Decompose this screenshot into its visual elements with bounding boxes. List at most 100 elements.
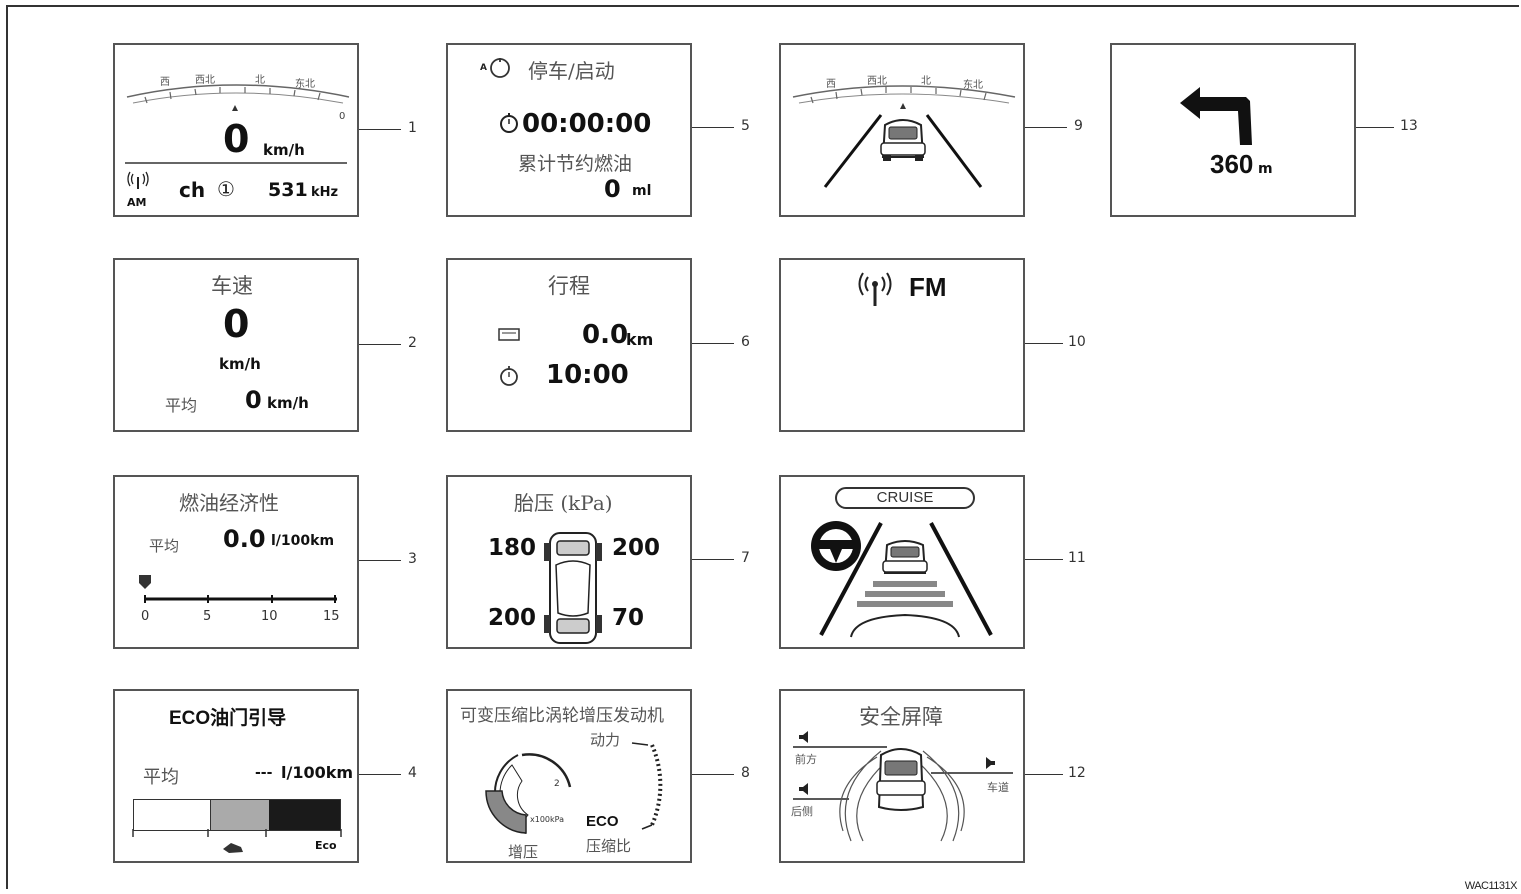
eco-bar-segment-gray xyxy=(211,800,269,830)
compass-label-north: 北 xyxy=(921,76,931,87)
panel-compass-lane: 西 西北 北 东北 xyxy=(779,43,1025,217)
tire-pressure-front-left: 180 xyxy=(488,535,537,561)
fuel-saved-label: 累计节约燃油 xyxy=(518,153,633,175)
scale-tick-15: 15 xyxy=(323,609,340,624)
band-label: AM xyxy=(127,196,147,209)
compass-label-west: 西 xyxy=(160,77,170,88)
boost-unit: x100kPa xyxy=(530,815,565,824)
panel-navigation-turn: 360 m xyxy=(1110,43,1356,217)
panel-cruise: CRUISE xyxy=(779,475,1025,649)
callout-3: 3 xyxy=(408,551,417,567)
callout-12: 12 xyxy=(1068,765,1086,781)
channel-number: ① xyxy=(217,177,235,201)
car-rear-icon xyxy=(882,540,928,574)
vc-turbo-title: 可变压缩比涡轮增压发动机 xyxy=(460,706,664,726)
front-label: 前方 xyxy=(795,753,817,766)
scale-tick-5: 5 xyxy=(203,609,212,624)
callout-line-12 xyxy=(1025,774,1063,775)
callout-2: 2 xyxy=(408,335,417,351)
eco-bar-segment-black xyxy=(269,800,340,830)
speed-value: 0 xyxy=(223,302,250,346)
average-speed-value: 0 xyxy=(245,386,262,414)
compass-label-north: 北 xyxy=(255,75,265,86)
callout-4: 4 xyxy=(408,765,417,781)
fuel-saved-value: 0 xyxy=(604,175,621,203)
scale-tick-10: 10 xyxy=(261,609,278,624)
callout-line-4 xyxy=(359,774,401,775)
turn-distance-unit: m xyxy=(1258,161,1273,177)
eco-average-value: --- xyxy=(255,765,273,781)
eco-label: ECO xyxy=(586,813,619,830)
cruise-lane-graphic xyxy=(819,522,993,638)
boost-gauge-tick-2: 2 xyxy=(554,779,560,789)
rear-side-label: 后侧 xyxy=(791,805,813,818)
trip-distance-value: 0.0 xyxy=(582,320,629,350)
tire-pressure-title: 胎压 (kPa) xyxy=(514,491,613,515)
compass-label-northwest: 西北 xyxy=(867,76,887,87)
fuel-economy-title: 燃油经济性 xyxy=(179,491,279,515)
callout-line-2 xyxy=(359,344,401,345)
callout-line-9 xyxy=(1025,127,1067,128)
speaker-icon xyxy=(799,783,808,795)
auto-stop-start-icon: A xyxy=(480,57,516,79)
safety-shield-graphic xyxy=(793,731,1013,842)
fuel-saved-unit: ml xyxy=(632,183,652,199)
compression-ratio-label: 压缩比 xyxy=(586,837,632,855)
eco-bar-ticks xyxy=(132,829,342,837)
callout-line-5 xyxy=(692,127,734,128)
fuel-economy-scale xyxy=(139,575,337,603)
panel-vehicle-speed: 车速 0 km/h 平均 0 km/h xyxy=(113,258,359,432)
callout-line-3 xyxy=(359,560,401,561)
cruise-badge: CRUISE xyxy=(835,487,975,509)
callout-1: 1 xyxy=(408,120,417,136)
callout-7: 7 xyxy=(741,550,750,566)
compass-lane-graphic xyxy=(792,85,1016,188)
speaker-icon xyxy=(986,757,995,769)
power-label: 动力 xyxy=(590,731,621,749)
compass-label-northeast: 东北 xyxy=(295,79,315,90)
stopwatch-icon xyxy=(500,366,518,386)
panel-safety-shield: 安全屏障 前方 后侧 车道 xyxy=(779,689,1025,863)
tire-pressure-front-right: 200 xyxy=(612,535,661,561)
callout-6: 6 xyxy=(741,334,750,350)
turn-distance-value: 360 xyxy=(1210,149,1254,179)
panel-fuel-economy: 燃油经济性 平均 0.0 l/100km 0 5 10 15 xyxy=(113,475,359,649)
fuel-economy-value: 0.0 xyxy=(223,525,266,553)
boost-label: 增压 xyxy=(508,843,539,861)
odometer-icon xyxy=(498,328,520,341)
speaker-icon xyxy=(799,731,808,743)
callout-9: 9 xyxy=(1074,118,1083,134)
fm-band-label: FM xyxy=(909,272,947,302)
callout-line-7 xyxy=(692,559,734,560)
channel-label: ch xyxy=(179,178,206,202)
figure-frame xyxy=(6,5,1519,889)
panel-stop-start: A 停车/启动 00:00:00 累计节约燃油 0 ml xyxy=(446,43,692,217)
eco-bar xyxy=(133,799,341,831)
accelerator-foot-icon xyxy=(223,843,243,853)
callout-10: 10 xyxy=(1068,334,1086,350)
scale-tick-0: 0 xyxy=(141,609,150,624)
panel-eco-throttle-guide: ECO油门引导 平均 --- l/100km Eco xyxy=(113,689,359,863)
frequency-value: 531 xyxy=(268,179,308,201)
boost-gauge xyxy=(485,742,663,834)
speed-title: 车速 xyxy=(211,274,253,298)
car-top-view-icon xyxy=(544,532,602,644)
compass-label-northeast: 东北 xyxy=(963,80,983,91)
compass-arc xyxy=(125,84,350,164)
safety-shield-title: 安全屏障 xyxy=(859,705,943,729)
panel-fm-radio: FM xyxy=(779,258,1025,432)
antenna-icon xyxy=(858,272,892,306)
callout-line-8 xyxy=(692,774,734,775)
callout-line-11 xyxy=(1025,559,1063,560)
panel-vc-turbo-engine: 可变压缩比涡轮增压发动机 2 x100kPa 动力 ECO 压缩比 增压 xyxy=(446,689,692,863)
figure-code: WAC1131X xyxy=(1464,880,1518,892)
callout-13: 13 xyxy=(1400,118,1418,134)
antenna-icon xyxy=(127,171,149,189)
panel-compass-radio: 西 西北 北 东北 0 0 km/h AM ch ① 531 kHz xyxy=(113,43,359,217)
callout-8: 8 xyxy=(741,765,750,781)
frequency-unit: kHz xyxy=(311,185,339,200)
eco-label: Eco xyxy=(315,839,337,852)
stopwatch-icon xyxy=(500,113,518,133)
eco-average-unit: l/100km xyxy=(281,763,354,782)
trip-title: 行程 xyxy=(548,274,590,298)
